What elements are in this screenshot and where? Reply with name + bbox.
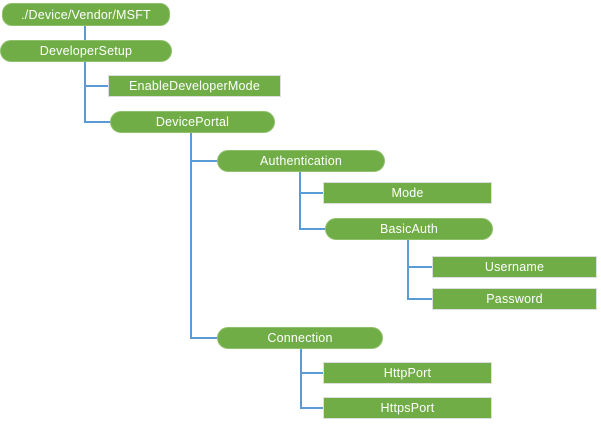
node-deviceportal: DevicePortal: [110, 111, 275, 133]
node-basicauth: BasicAuth: [325, 218, 493, 240]
connector-branch-enabledevelopermode: [84, 85, 108, 87]
node-device-vendor-msft: ./Device/Vendor/MSFT: [2, 3, 170, 26]
connector-branch-password: [407, 298, 432, 300]
connector-developersetup-trunk: [84, 62, 86, 123]
node-httpsport: HttpsPort: [323, 397, 492, 419]
node-developersetup: DeveloperSetup: [0, 40, 172, 62]
connector-branch-basicauth: [299, 228, 325, 230]
node-authentication: Authentication: [217, 150, 385, 172]
node-connection: Connection: [217, 327, 383, 349]
connector-authentication-trunk: [299, 172, 301, 230]
connector-branch-httpsport: [300, 407, 323, 409]
connector-basicauth-trunk: [407, 240, 409, 300]
connector-branch-connection: [190, 337, 217, 339]
connector-deviceportal-trunk: [190, 133, 192, 339]
connector-branch-username: [407, 266, 432, 268]
connector-root-to-developersetup: [84, 26, 86, 41]
node-password: Password: [432, 288, 597, 310]
connector-connection-trunk: [300, 349, 302, 409]
node-username: Username: [432, 256, 597, 278]
node-mode: Mode: [323, 182, 492, 204]
connector-branch-httpport: [300, 372, 323, 374]
connector-branch-mode: [299, 192, 323, 194]
connector-branch-authentication: [190, 160, 217, 162]
node-httpport: HttpPort: [323, 362, 492, 384]
node-enabledevelopermode: EnableDeveloperMode: [108, 75, 281, 97]
connector-branch-deviceportal: [84, 121, 110, 123]
